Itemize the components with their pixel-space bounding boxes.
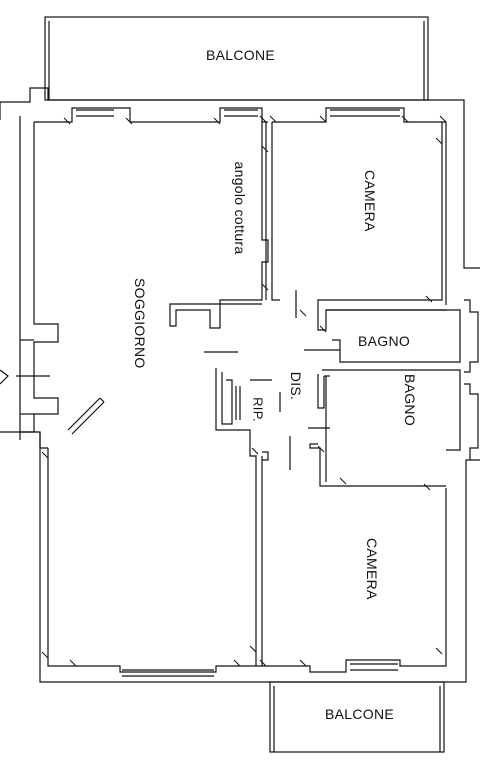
corridor-walls [215, 368, 269, 666]
label-angolo-cottura: angolo cottura [232, 161, 248, 255]
dimension-ticks [41, 115, 447, 667]
door-marks [0, 290, 340, 470]
label-balcone-top: BALCONE [206, 47, 276, 63]
label-bagno-1: BAGNO [358, 333, 411, 349]
kitchen-wall [169, 122, 269, 329]
bottom-wall [19, 432, 48, 449]
label-balcone-bottom: BALCONE [325, 706, 395, 722]
label-soggiorno: SOGGIORNO [132, 278, 148, 369]
label-camera-bottom: CAMERA [364, 538, 380, 600]
windows-top [76, 109, 400, 677]
label-dis: DIS. [288, 371, 304, 401]
label-camera-top: CAMERA [362, 170, 378, 232]
label-rip: RIP. [250, 397, 266, 422]
label-bagno-2: BAGNO [402, 373, 418, 427]
bathroom-walls [309, 309, 461, 487]
camera-top-walls [271, 122, 446, 331]
door-leaf [67, 397, 105, 435]
